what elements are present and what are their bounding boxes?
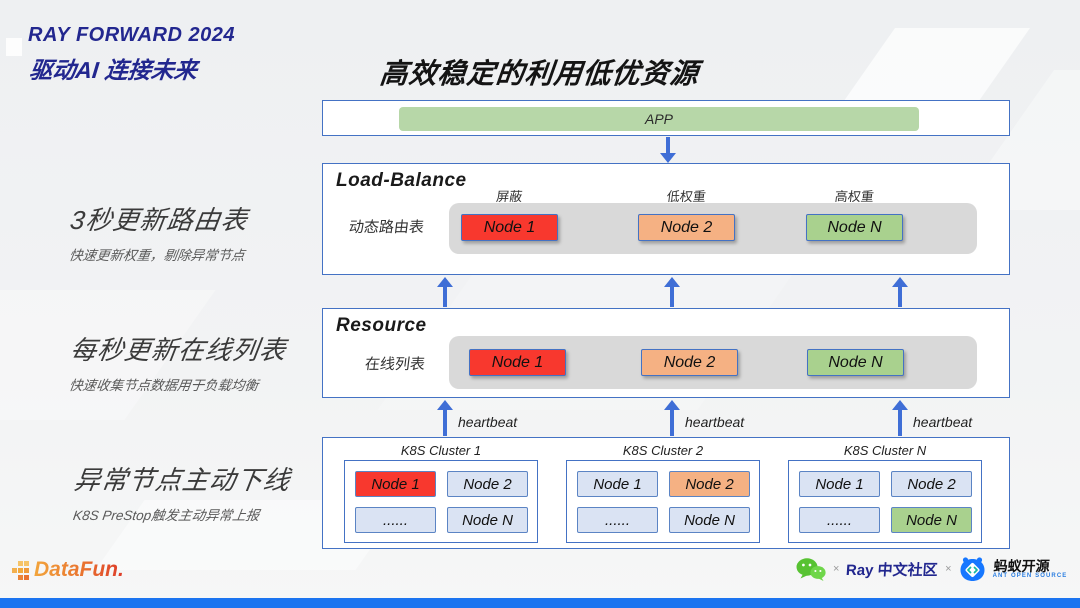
- ant-open-source-wordmark: 蚂蚁开源 ANT OPEN SOURCE: [992, 557, 1068, 580]
- heartbeat-label-1: heartbeat: [458, 414, 518, 430]
- cluster-n-title: K8S Cluster N: [843, 443, 927, 458]
- arrow-app-to-loadbalance: [660, 137, 676, 163]
- cluster-1-node-more: ......: [355, 507, 436, 533]
- annotation-subtext: 快速更新权重，剔除异常节点: [68, 248, 246, 263]
- arrow-resource-to-lb-3: [892, 277, 908, 307]
- node-tag-blocked: 屏蔽: [495, 189, 524, 204]
- resource-node-1: Node 1: [469, 349, 566, 376]
- annotation-route-table: 3秒更新路由表 快速更新权重，剔除异常节点: [68, 200, 250, 264]
- cluster-n-node-1: Node 1: [799, 471, 880, 497]
- wechat-icon: [796, 557, 826, 581]
- lb-node-n: Node N: [806, 214, 903, 241]
- bottom-accent-bar: [0, 598, 1080, 608]
- ray-community-wordmark: Ray 中文社区: [845, 561, 939, 579]
- online-list-label: 在线列表: [363, 356, 426, 373]
- clusters-box: K8S Cluster 1 K8S Cluster 2 K8S Cluster …: [322, 437, 1010, 549]
- app-bar: APP: [399, 107, 919, 131]
- times-separator: ×: [945, 563, 952, 575]
- partner-logos: × Ray 中文社区 × 蚂蚁开源 ANT OPEN SOURCE: [796, 556, 1067, 582]
- page-title: 高效稳定的利用低优资源: [378, 58, 701, 89]
- arrow-heartbeat-3: [892, 400, 908, 436]
- lb-node-1: Node 1: [461, 214, 558, 241]
- resource-node-2: Node 2: [641, 349, 738, 376]
- annotation-heading: 每秒更新在线列表: [68, 335, 289, 365]
- annotation-subtext: K8S PreStop触发主动异常上报: [72, 508, 261, 523]
- heartbeat-label-2: heartbeat: [685, 414, 745, 430]
- cluster-2-node-more: ......: [577, 507, 658, 533]
- annotation-subtext: 快速收集节点数据用于负载均衡: [68, 378, 260, 393]
- cluster-n-node-2: Node 2: [891, 471, 972, 497]
- resource-box: Resource 在线列表 Node 1 Node 2 Node N: [322, 308, 1010, 398]
- ant-subtitle: ANT OPEN SOURCE: [992, 573, 1068, 580]
- cluster-1-title: K8S Cluster 1: [400, 443, 482, 458]
- dynamic-route-label: 动态路由表: [347, 219, 425, 236]
- app-label: APP: [644, 111, 673, 127]
- background-decoration: [6, 38, 22, 56]
- event-brand: RAY FORWARD 2024 驱动AI 连接未来: [28, 24, 235, 85]
- cluster-2-node-1: Node 1: [577, 471, 658, 497]
- datafun-wordmark: DataFun.: [34, 558, 124, 581]
- annotation-heading: 异常节点主动下线: [72, 465, 293, 495]
- cluster-1-node-2: Node 2: [447, 471, 528, 497]
- cluster-2-node-2: Node 2: [669, 471, 750, 497]
- lb-node-2: Node 2: [638, 214, 735, 241]
- node-tag-low-weight: 低权重: [665, 189, 707, 204]
- cluster-n: Node 1 Node 2 ...... Node N: [788, 460, 982, 543]
- cluster-n-node-n: Node N: [891, 507, 972, 533]
- cluster-1-node-n: Node N: [447, 507, 528, 533]
- cluster-2: Node 1 Node 2 ...... Node N: [566, 460, 760, 543]
- ant-icon: [960, 557, 985, 581]
- cluster-2-title: K8S Cluster 2: [622, 443, 704, 458]
- heartbeat-label-3: heartbeat: [913, 414, 973, 430]
- annotation-heading: 3秒更新路由表: [68, 205, 250, 235]
- arrow-heartbeat-2: [664, 400, 680, 436]
- annotation-online-list: 每秒更新在线列表 快速收集节点数据用于负载均衡: [68, 330, 288, 394]
- resource-node-n: Node N: [807, 349, 904, 376]
- datafun-logo: DataFun.: [18, 558, 124, 582]
- arrow-heartbeat-1: [437, 400, 453, 436]
- annotation-offline: 异常节点主动下线 K8S PreStop触发主动异常上报: [72, 460, 292, 524]
- resource-title: Resource: [336, 315, 427, 336]
- node-tag-high-weight: 高权重: [833, 189, 875, 204]
- cluster-2-node-n: Node N: [669, 507, 750, 533]
- datafun-dots-icon: [18, 567, 23, 573]
- load-balance-title: Load-Balance: [336, 170, 467, 191]
- ant-name: 蚂蚁开源: [992, 557, 1050, 574]
- load-balance-box: Load-Balance 动态路由表 屏蔽 低权重 高权重 Node 1 Nod…: [322, 163, 1010, 275]
- arrow-resource-to-lb-1: [437, 277, 453, 307]
- cluster-1: Node 1 Node 2 ...... Node N: [344, 460, 538, 543]
- arrow-resource-to-lb-2: [664, 277, 680, 307]
- cluster-n-node-more: ......: [799, 507, 880, 533]
- times-separator: ×: [833, 563, 840, 575]
- app-box: APP: [322, 100, 1010, 136]
- cluster-1-node-1: Node 1: [355, 471, 436, 497]
- brand-line1: RAY FORWARD 2024: [28, 24, 235, 46]
